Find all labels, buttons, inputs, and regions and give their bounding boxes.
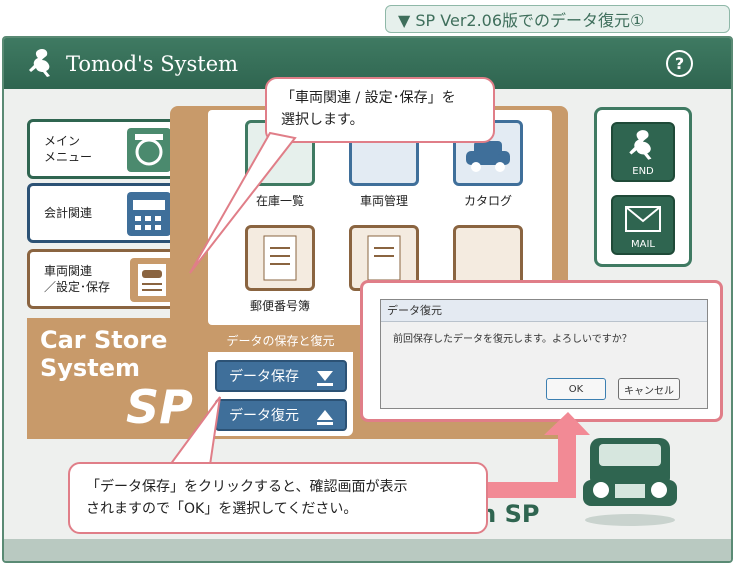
arrow-down-icon — [317, 371, 333, 386]
lizard-icon — [629, 130, 652, 160]
arrow-to-dialog-icon — [488, 412, 590, 498]
sidebar-item-label: 会計関連 — [44, 206, 93, 220]
dialog-message: 前回保存したデータを復元します。よろしいですか？ — [393, 334, 632, 345]
page-heading-tab: ▼ SP Ver2.06版でのデータ復元① — [385, 5, 730, 33]
confirm-dialog-highlight: データ復元 前回保存したデータを復元します。よろしいですか？ OK キャンセル — [360, 280, 723, 422]
sidebar-item-accounting[interactable]: 会計関連 — [27, 183, 184, 243]
button-label: データ復元 — [229, 408, 299, 424]
sidebar-item-label: 車両関連 ／設定･保存 — [44, 264, 111, 294]
brand-text: Car Store System — [40, 326, 168, 382]
dialog-title: データ復元 — [381, 300, 707, 322]
tile-label: 在庫一覧 — [255, 194, 304, 208]
dashboard-icon — [127, 128, 171, 172]
end-label: END — [632, 166, 654, 177]
car-illustration-icon — [583, 438, 677, 526]
app-title: Tomod's System — [66, 51, 239, 76]
calculator-icon — [127, 192, 171, 236]
mail-label: MAIL — [631, 239, 655, 250]
sidebar-item-label: メイン メニュー — [44, 134, 93, 164]
sidebar-item-vehicle-settings[interactable]: 車両関連 ／設定･保存 — [27, 249, 197, 309]
document-icon — [245, 225, 315, 291]
tile-postal-book[interactable]: 郵便番号簿 — [232, 225, 328, 314]
data-restore-button[interactable]: データ復元 — [215, 399, 347, 431]
lizard-logo-icon — [29, 48, 50, 77]
instruction-callout-top: 「車両関連 / 設定･保存」を 選択します。 — [265, 77, 495, 143]
data-save-button[interactable]: データ保存 — [215, 360, 347, 392]
end-button[interactable]: END — [611, 122, 675, 182]
envelope-icon — [625, 206, 661, 232]
sidebar-item-main-menu[interactable]: メイン メニュー — [27, 119, 184, 179]
instruction-callout-bottom: 「データ保存」をクリックすると、確認画面が表示 されますので「OK」を選択してく… — [68, 462, 488, 534]
exit-panel: END MAIL — [594, 107, 692, 267]
data-save-restore-group: データの保存と復元 データ保存 データ復元 — [208, 330, 353, 436]
button-label: データ保存 — [229, 369, 299, 385]
tile-label: カタログ — [463, 194, 512, 208]
mail-button[interactable]: MAIL — [611, 195, 675, 255]
tile-label: 車両管理 — [359, 194, 408, 208]
dialog-ok-button[interactable]: OK — [546, 378, 606, 400]
group-title: データの保存と復元 — [208, 330, 353, 352]
brand-box — [27, 318, 202, 439]
status-bar — [4, 539, 731, 561]
arrow-up-icon — [317, 410, 333, 425]
car-document-icon — [130, 258, 174, 302]
help-button[interactable]: ? — [666, 50, 693, 77]
dialog-cancel-button[interactable]: キャンセル — [618, 378, 680, 400]
brand-sp: SP — [126, 380, 193, 434]
confirm-dialog: データ復元 前回保存したデータを復元します。よろしいですか？ OK キャンセル — [380, 299, 708, 409]
callout-pointer — [189, 131, 297, 274]
tile-label: 郵便番号簿 — [249, 299, 310, 313]
